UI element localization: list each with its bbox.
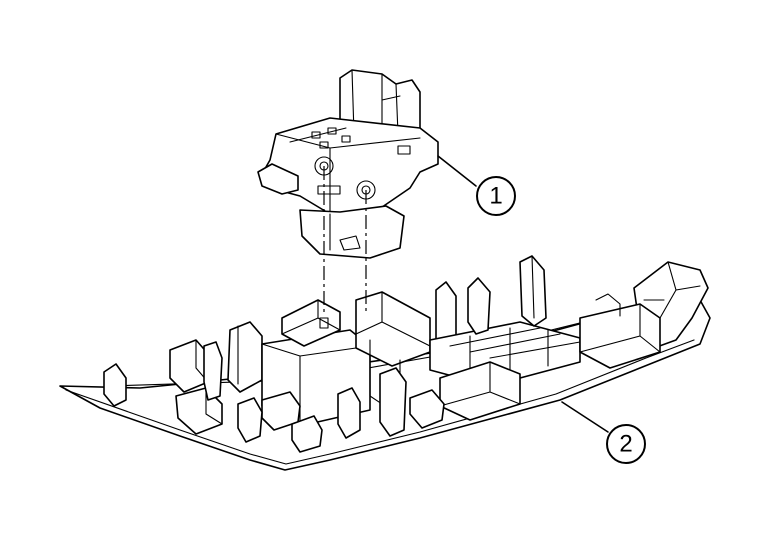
switch-assembly-part xyxy=(257,69,439,259)
callout-1-label: 1 xyxy=(489,183,502,210)
leader-line-2 xyxy=(561,401,609,433)
alignment-lines xyxy=(323,166,367,312)
callout-2-label: 2 xyxy=(619,431,632,458)
callout-2: 2 xyxy=(606,424,646,464)
callout-1: 1 xyxy=(476,176,516,216)
leader-lines xyxy=(437,155,609,433)
base-panel-part xyxy=(59,255,711,471)
leader-line-1 xyxy=(437,155,477,187)
